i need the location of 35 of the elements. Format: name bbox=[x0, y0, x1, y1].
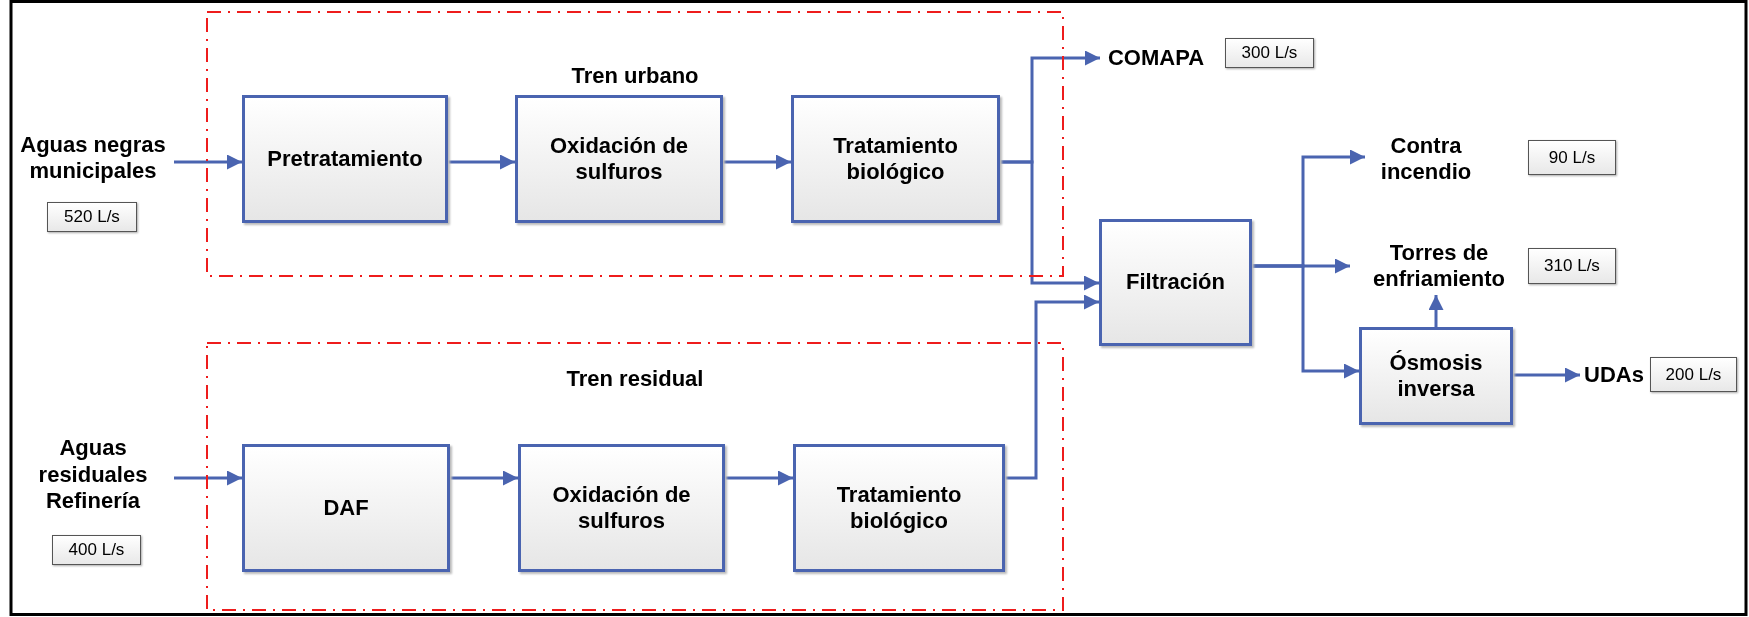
flow-label: Aguas residuales Refinería bbox=[12, 432, 174, 518]
flow-rate-label: 310 L/s bbox=[1528, 248, 1616, 284]
process-box: Tratamiento biológico bbox=[793, 444, 1005, 572]
flow-rate-label: 90 L/s bbox=[1528, 140, 1616, 175]
process-box: Tratamiento biológico bbox=[791, 95, 1000, 223]
flow-label: Torres de enfriamiento bbox=[1350, 237, 1528, 295]
dashed-group-frame bbox=[207, 343, 1063, 610]
flow-arrow bbox=[1252, 264, 1359, 379]
flow-arrow bbox=[174, 470, 242, 486]
flow-arrow bbox=[450, 470, 518, 486]
flow-label: COMAPA bbox=[1100, 40, 1212, 76]
flow-arrow bbox=[174, 154, 242, 170]
process-box: Oxidación de sulfuros bbox=[518, 444, 725, 572]
process-box: DAF bbox=[242, 444, 450, 572]
flow-rate-label: 520 L/s bbox=[47, 202, 137, 232]
flow-rate-label: 300 L/s bbox=[1225, 38, 1314, 68]
group-title: Tren residual bbox=[565, 366, 705, 393]
flow-arrow bbox=[1428, 295, 1444, 327]
flow-arrow bbox=[1005, 294, 1099, 480]
dashed-group-frame bbox=[207, 12, 1063, 276]
flow-rate-label: 400 L/s bbox=[52, 535, 141, 565]
process-box: Ósmosis inversa bbox=[1359, 327, 1513, 425]
flow-arrow bbox=[723, 154, 791, 170]
process-box: Filtración bbox=[1099, 219, 1252, 346]
flow-arrow bbox=[448, 154, 515, 170]
process-box: Pretratamiento bbox=[242, 95, 448, 223]
flow-label: Contra incendio bbox=[1365, 128, 1487, 190]
flow-arrow bbox=[1513, 367, 1580, 383]
process-box: Oxidación de sulfuros bbox=[515, 95, 723, 223]
flow-label: UDAs bbox=[1580, 358, 1648, 392]
group-title: Tren urbano bbox=[570, 63, 700, 90]
flow-label: Aguas negras municipales bbox=[12, 130, 174, 186]
flow-arrow bbox=[725, 470, 793, 486]
flow-arrow bbox=[1000, 160, 1099, 291]
flow-rate-label: 200 L/s bbox=[1650, 357, 1737, 392]
